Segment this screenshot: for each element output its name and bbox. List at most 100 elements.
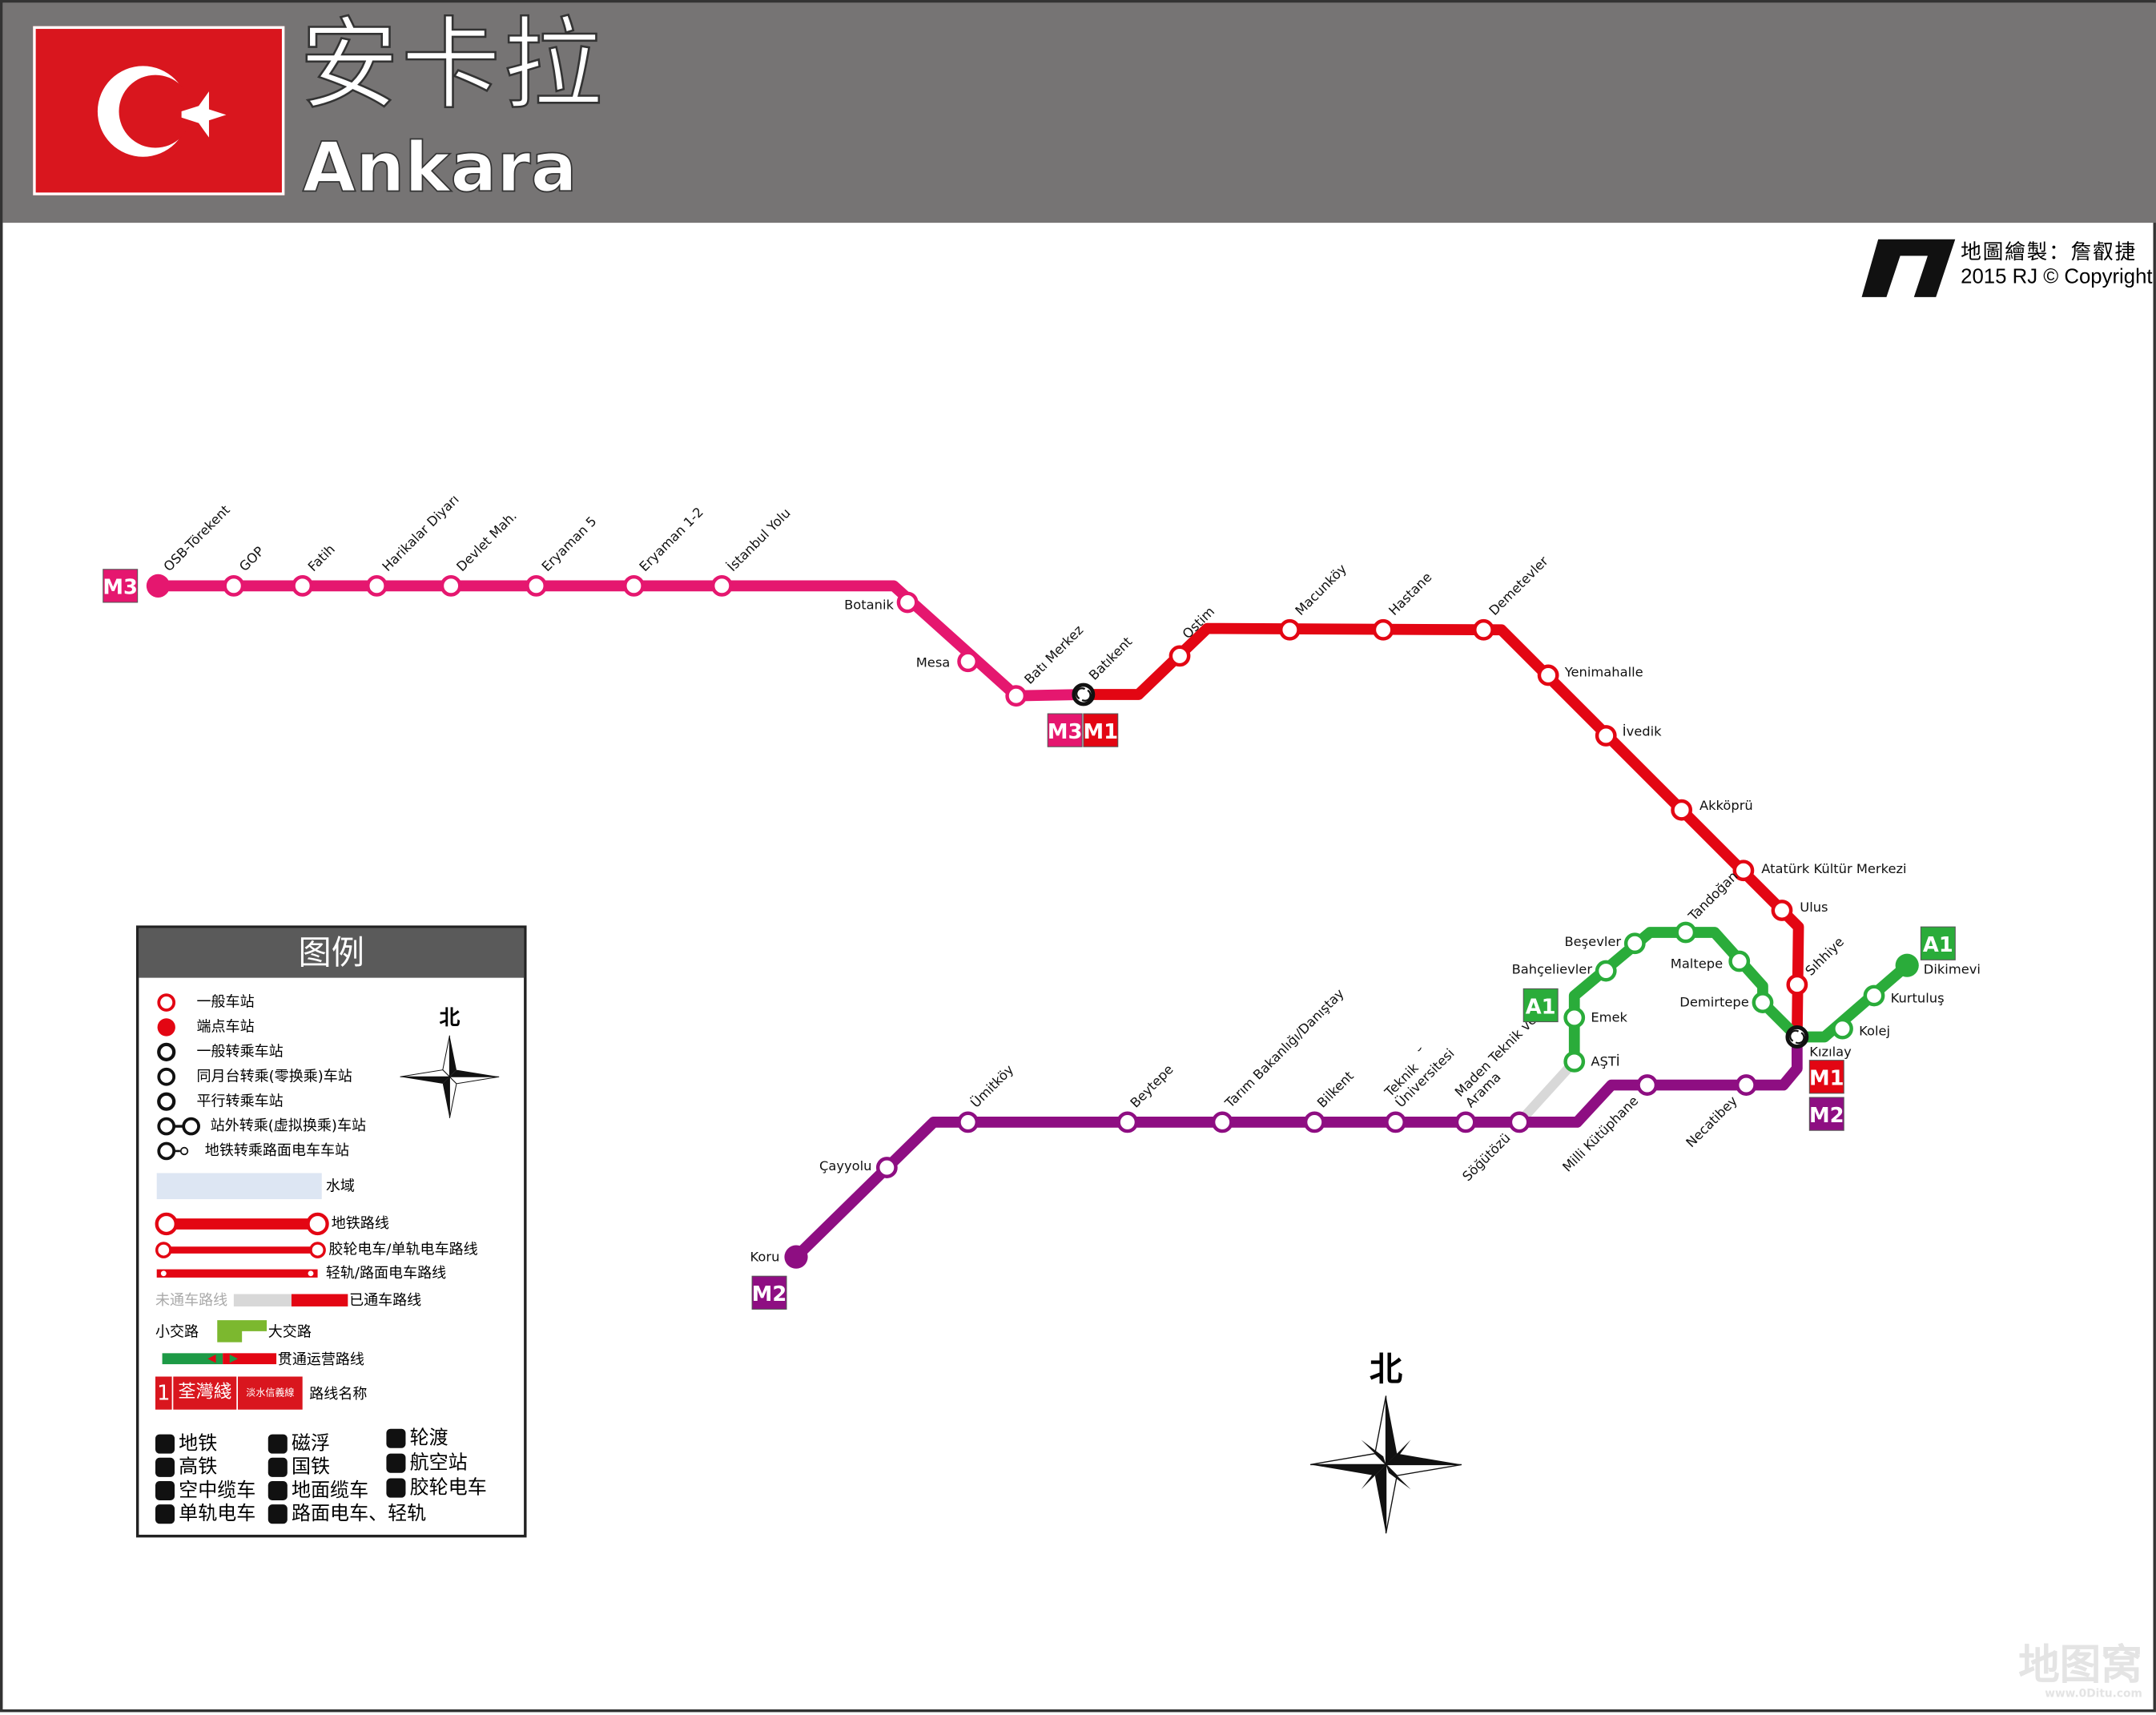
station-marker[interactable] [1508,1111,1531,1133]
station-marker[interactable] [957,1111,979,1133]
station-marker[interactable] [1303,1111,1325,1133]
station-label[interactable]: Harikalar Diyarı [380,492,462,574]
station-marker[interactable] [223,574,245,597]
legend-compass-icon: 北 [400,1006,500,1118]
station-label[interactable]: Milli Kütüphane [1559,1093,1641,1175]
station-label[interactable]: Kurtuluş [1891,991,1945,1006]
station-marker[interactable] [1116,1111,1139,1133]
station-marker[interactable] [525,574,547,597]
station-label[interactable]: Eryaman 1-2 [637,505,706,574]
station-label[interactable]: Ümitköy [967,1061,1016,1110]
m3-line-badge[interactable]: M3 [103,569,139,603]
station-label[interactable]: Beytepe [1127,1061,1176,1110]
station-marker[interactable] [1563,1007,1586,1029]
station-label[interactable]: Atatürk Kültür Merkezi [1761,861,1906,876]
legend-line-name-sample: 1 荃灣綫 淡水信義線 [155,1376,303,1410]
m1-line-badge[interactable]: M1 [1808,1060,1844,1094]
tram-icon [267,1504,288,1524]
station-label[interactable]: OSB-Törekent [161,502,233,574]
station-marker[interactable] [1735,1074,1757,1096]
terminal-station-marker[interactable] [1895,953,1919,977]
station-marker[interactable] [1732,860,1755,882]
station-label[interactable]: Maltepe [1671,956,1723,972]
station-label[interactable]: Mesa [916,655,951,670]
station-marker[interactable] [440,574,462,597]
station-label[interactable]: Söğütözü [1459,1130,1513,1184]
station-label[interactable]: Devlet Mah. [453,508,520,574]
station-label[interactable]: Batıkent [1086,634,1135,682]
m1-line-badge[interactable]: M1 [1083,713,1119,747]
station-marker[interactable] [1169,645,1191,667]
station-label[interactable]: Hastane [1386,570,1434,618]
a1-line-badge[interactable]: A1 [1522,988,1559,1023]
station-marker[interactable] [623,574,645,597]
station-marker[interactable] [710,574,733,597]
station-label[interactable]: İvedik [1623,723,1662,739]
station-marker[interactable] [896,591,919,614]
m3-line-badge[interactable]: M3 [1047,713,1083,747]
station-label[interactable]: Beşevler [1564,934,1621,949]
station-label[interactable]: Demirtepe [1679,995,1748,1010]
station-marker[interactable] [1385,1111,1406,1133]
station-label[interactable]: Tandoğan [1685,868,1741,924]
station-label[interactable]: Emek [1591,1010,1627,1025]
station-label[interactable]: Yenimahalle [1564,665,1643,680]
station-marker[interactable] [1595,960,1617,982]
station-marker[interactable] [1473,618,1494,641]
station-marker[interactable] [1372,618,1394,641]
station-label[interactable]: Demetevler [1486,554,1551,618]
legend-north-label: 北 [440,1006,461,1030]
m2-line-badge[interactable]: M2 [1808,1097,1844,1131]
station-marker[interactable] [1636,1074,1659,1096]
station-label[interactable]: Botanik [844,598,894,613]
station-marker[interactable] [1786,973,1808,996]
station-marker[interactable] [1211,1111,1233,1133]
station-label[interactable]: GOP [236,544,267,575]
station-marker[interactable] [1863,984,1885,1007]
station-label[interactable]: Macunköy [1292,561,1350,618]
station-marker[interactable] [1005,685,1028,707]
station-label[interactable]: Sıhhiye [1802,934,1847,979]
station-marker[interactable] [366,574,388,597]
station-label[interactable]: İstanbul Yolu [724,505,793,574]
terminal-station-marker[interactable] [784,1245,808,1269]
station-marker[interactable] [957,650,979,673]
interchange-station-icon[interactable] [1072,682,1096,707]
station-marker[interactable] [1537,664,1559,686]
station-label[interactable]: Koru [750,1249,780,1264]
station-marker[interactable] [1771,900,1793,921]
legend-label: 大交路 [267,1324,312,1341]
station-marker[interactable] [1675,921,1697,944]
station-label[interactable]: Necatibey [1683,1093,1740,1150]
station-marker[interactable] [1454,1111,1477,1133]
station-marker[interactable] [1671,799,1693,821]
legend-mode-tram: 路面电车、轻轨 [267,1499,426,1526]
station-label[interactable]: Çayyolu [819,1158,871,1174]
station-label[interactable]: Ulus [1800,900,1828,915]
station-label[interactable]: Bilkent [1314,1069,1357,1111]
line-alt-name-badge: 淡水信義線 [238,1376,303,1410]
legend-label: 轻轨/路面电车路线 [325,1265,447,1282]
station-marker[interactable] [875,1157,898,1178]
m2-line-badge[interactable]: M2 [751,1275,787,1310]
station-marker[interactable] [1278,618,1301,641]
station-marker[interactable] [1728,950,1751,972]
station-label[interactable]: Dikimevi [1924,961,1981,976]
station-label[interactable]: Akköprü [1699,798,1753,813]
interchange-station-icon[interactable] [1785,1025,1809,1049]
station-label[interactable]: Kolej [1859,1024,1890,1039]
station-label[interactable]: Bahçelievler [1512,961,1593,976]
station-marker[interactable] [1563,1050,1586,1073]
station-label[interactable]: Kızılay [1809,1045,1852,1060]
station-marker[interactable] [292,574,314,597]
station-label[interactable]: Fatih [305,541,338,574]
a1-line-badge[interactable]: A1 [1920,926,1956,960]
station-label[interactable]: AŞTİ [1591,1054,1619,1069]
station-label[interactable]: Batı Merkez [1021,622,1086,687]
station-marker[interactable] [1832,1017,1853,1040]
station-label[interactable]: Eryaman 5 [539,513,600,574]
station-marker[interactable] [1623,932,1646,955]
station-marker[interactable] [1752,992,1774,1013]
terminal-station-marker[interactable] [146,574,171,598]
station-marker[interactable] [1595,725,1617,747]
